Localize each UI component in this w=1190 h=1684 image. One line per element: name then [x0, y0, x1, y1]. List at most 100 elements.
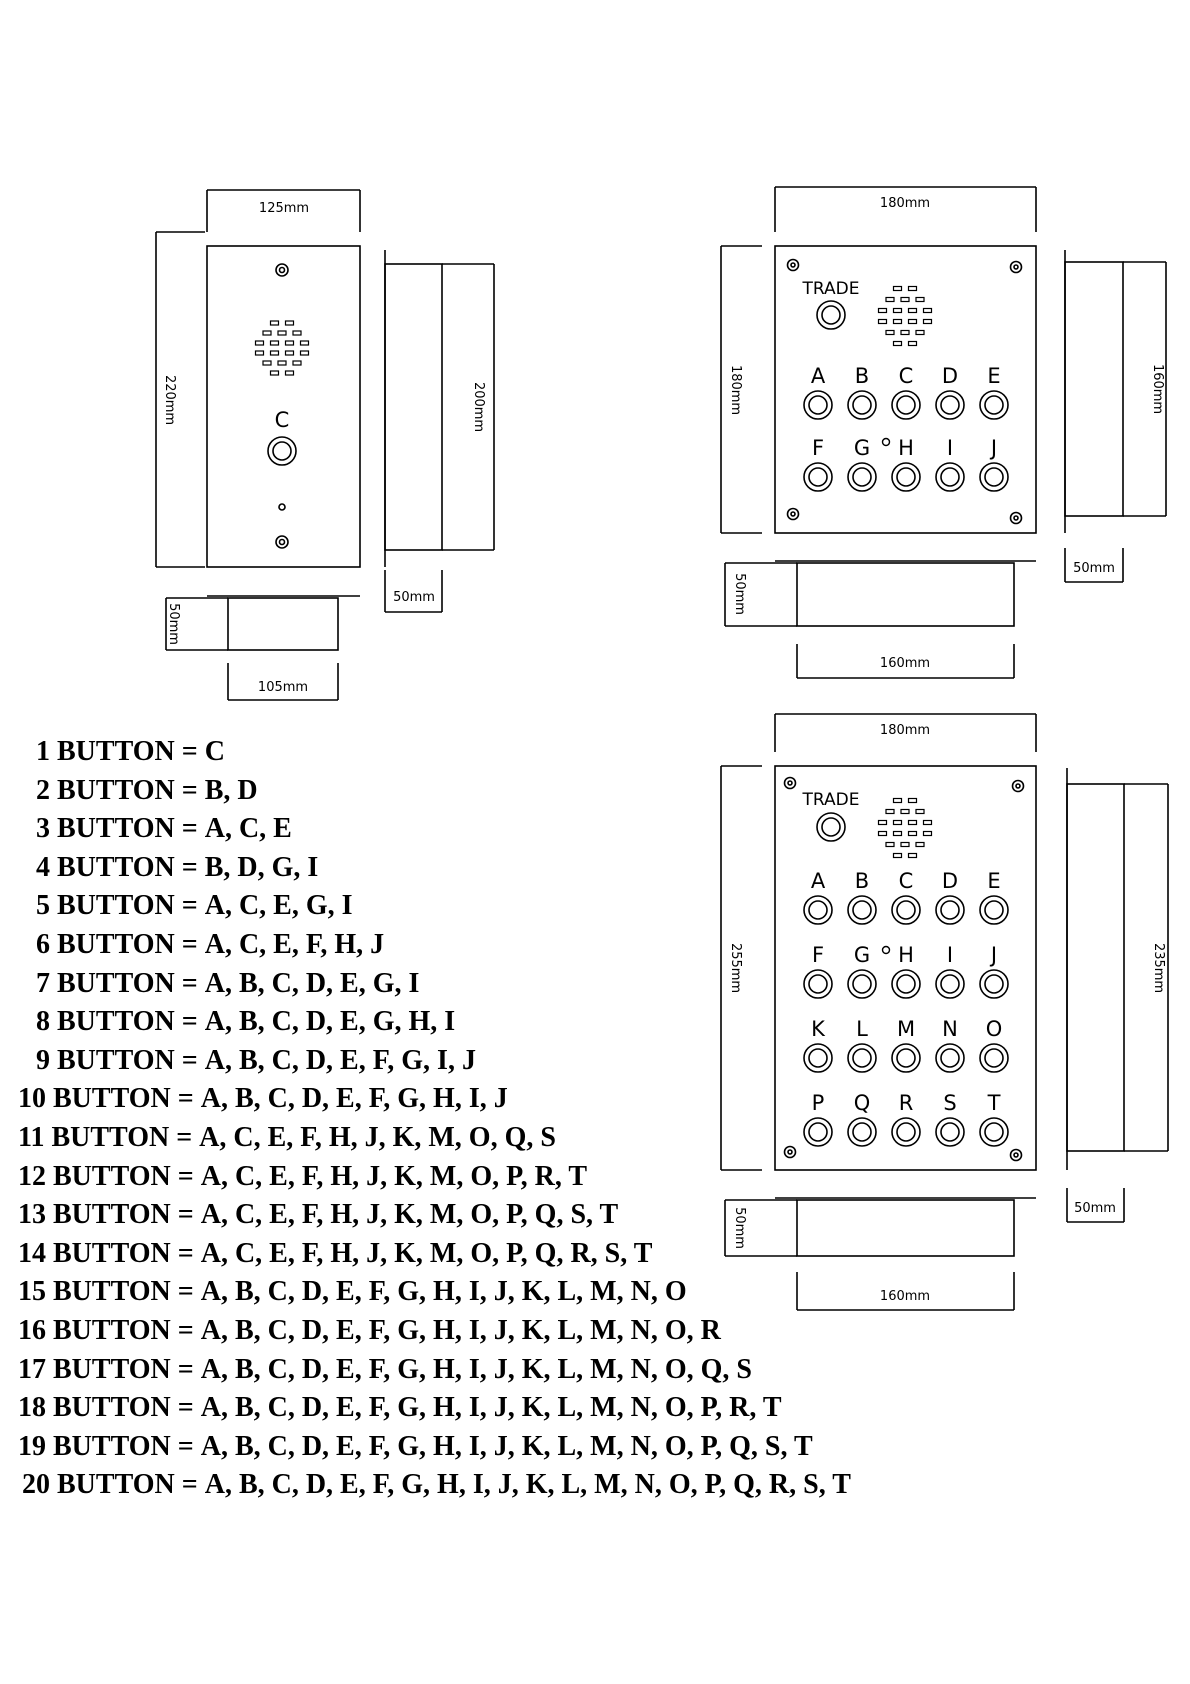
single-height-label: 220mm	[162, 375, 177, 425]
call-button-a[interactable]	[803, 390, 833, 420]
call-button-r[interactable]	[891, 1117, 921, 1147]
ten-trade-label: TRADE	[802, 279, 860, 299]
ten-height-label: 180mm	[728, 365, 743, 415]
button-letter-p: P	[812, 1091, 825, 1115]
legend-button-letters: A, C, E	[204, 813, 292, 845]
twenty-side-box	[1066, 783, 1125, 1152]
legend-button-count: 18 BUTTON	[18, 1392, 171, 1424]
call-button-i[interactable]	[935, 969, 965, 999]
twenty-box-height-label: 235mm	[1151, 943, 1166, 993]
call-button-g[interactable]	[847, 462, 877, 492]
button-letter-j: J	[989, 436, 997, 460]
call-button-b[interactable]	[847, 390, 877, 420]
call-button-t[interactable]	[979, 1117, 1009, 1147]
ten-front-plate	[774, 245, 1037, 534]
call-button-e[interactable]	[979, 390, 1009, 420]
call-button-d[interactable]	[935, 895, 965, 925]
legend-row: 7 BUTTON = A, B, C, D, E, G, I	[0, 965, 851, 1004]
call-button-d[interactable]	[935, 390, 965, 420]
legend-button-letters: A, B, C, D, E, F, G, H, I, J, K, L, M, N…	[200, 1392, 782, 1424]
button-letter-k: K	[811, 1017, 826, 1041]
legend-separator: =	[170, 1353, 201, 1385]
button-letter-s: S	[943, 1091, 956, 1115]
legend-row: 2 BUTTON = B, D	[0, 772, 851, 811]
legend-button-letters: A, C, E, F, H, J, K, M, O, P, Q, S, T	[200, 1199, 619, 1231]
legend-button-count: 15 BUTTON	[18, 1276, 171, 1308]
call-button-k[interactable]	[803, 1043, 833, 1073]
call-button-p[interactable]	[803, 1117, 833, 1147]
single-bottom-depth-label: 50mm	[166, 603, 181, 645]
ten-box-width-label: 160mm	[880, 656, 930, 671]
legend-button-letters: A, B, C, D, E, F, G, H, I, J, K, L, M, N…	[200, 1430, 813, 1462]
call-button-s[interactable]	[935, 1117, 965, 1147]
call-button-n[interactable]	[935, 1043, 965, 1073]
twenty-side-depth-label: 50mm	[1074, 1201, 1116, 1216]
screw-icon	[1009, 1148, 1023, 1162]
trade-button[interactable]	[816, 812, 846, 842]
call-button-i[interactable]	[935, 462, 965, 492]
button-letter-f: F	[812, 436, 824, 460]
legend-separator: =	[170, 1237, 201, 1269]
legend-button-letters: A, C, E, F, H, J, K, M, O, Q, S	[199, 1121, 556, 1153]
button-letter-l: L	[856, 1017, 868, 1041]
legend-row: 20 BUTTON = A, B, C, D, E, F, G, H, I, J…	[0, 1466, 851, 1505]
twenty-bottom-depth-label: 50mm	[732, 1207, 747, 1249]
twenty-bottom-box	[796, 1199, 1015, 1257]
call-button-m[interactable]	[891, 1043, 921, 1073]
legend-separator: =	[170, 1314, 201, 1346]
legend-button-count: 11 BUTTON	[18, 1121, 170, 1153]
ten-width-label: 180mm	[880, 196, 930, 211]
button-letter-d: D	[942, 869, 958, 893]
call-button-b[interactable]	[847, 895, 877, 925]
speaker-grille-icon	[877, 285, 933, 347]
legend-button-count: 16 BUTTON	[18, 1314, 171, 1346]
trade-button[interactable]	[816, 300, 846, 330]
button-letter-n: N	[942, 1017, 958, 1041]
call-button-q[interactable]	[847, 1117, 877, 1147]
single-front-plate	[206, 245, 361, 568]
legend-button-count: 19 BUTTON	[18, 1430, 171, 1462]
screw-icon	[1009, 511, 1023, 525]
call-button-g[interactable]	[847, 969, 877, 999]
button-letter-h: H	[898, 436, 914, 460]
call-button-o[interactable]	[979, 1043, 1009, 1073]
call-button-a[interactable]	[803, 895, 833, 925]
twenty-box-width-label: 160mm	[880, 1289, 930, 1304]
call-button-e[interactable]	[979, 895, 1009, 925]
legend-button-count: 10 BUTTON	[18, 1083, 171, 1115]
legend-separator: =	[174, 736, 205, 767]
legend-button-letters: B, D, G, I	[204, 851, 319, 883]
button-letter-b: B	[855, 869, 869, 893]
screw-icon	[786, 258, 800, 272]
single-side-box	[384, 263, 443, 551]
legend-row: 10 BUTTON = A, B, C, D, E, F, G, H, I, J	[0, 1080, 851, 1119]
screw-icon	[275, 535, 289, 549]
call-button-j[interactable]	[979, 969, 1009, 999]
single-button-letter: C	[275, 408, 290, 432]
legend-button-count: 6 BUTTON	[36, 928, 175, 960]
ten-side-box	[1064, 261, 1124, 517]
legend-separator: =	[169, 1121, 200, 1153]
call-button-h[interactable]	[891, 462, 921, 492]
legend-separator: =	[174, 967, 205, 999]
call-button-h[interactable]	[891, 969, 921, 999]
call-button-j[interactable]	[979, 462, 1009, 492]
screw-icon	[1011, 779, 1025, 793]
legend-button-letters: A, B, C, D, E, F, G, H, I, J, K, L, M, N…	[200, 1314, 721, 1346]
call-button-c[interactable]	[267, 436, 297, 466]
call-button-f[interactable]	[803, 462, 833, 492]
button-letter-i: I	[947, 436, 953, 460]
button-letter-q: Q	[854, 1091, 871, 1115]
call-button-c[interactable]	[891, 390, 921, 420]
call-button-f[interactable]	[803, 969, 833, 999]
legend-button-count: 17 BUTTON	[18, 1353, 171, 1385]
legend-button-count: 14 BUTTON	[18, 1237, 171, 1269]
legend-row: 18 BUTTON = A, B, C, D, E, F, G, H, I, J…	[0, 1389, 851, 1428]
twenty-height-label: 255mm	[728, 943, 743, 993]
legend-button-letters: A, B, C, D, E, F, G, H, I, J	[200, 1083, 508, 1115]
call-button-c[interactable]	[891, 895, 921, 925]
call-button-l[interactable]	[847, 1043, 877, 1073]
